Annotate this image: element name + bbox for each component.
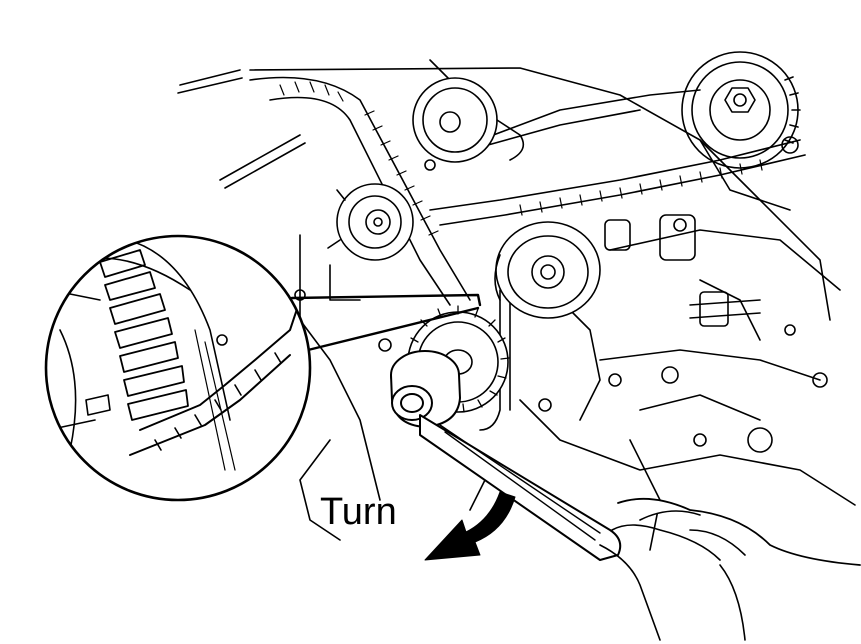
rotation-arrow-icon — [425, 492, 515, 560]
idler-pulley-top — [413, 78, 523, 162]
turn-instruction-label: Turn — [320, 491, 397, 533]
idler-pulley-left — [328, 184, 413, 260]
hand-icon — [600, 499, 860, 640]
timing-belt — [250, 78, 805, 431]
camshaft-pulley-right — [682, 52, 800, 168]
magnifier-connector — [292, 295, 480, 350]
magnified-detail — [46, 236, 310, 500]
stud-bolts — [178, 70, 760, 326]
idler-pulley-center — [495, 222, 600, 318]
wrench-icon — [420, 415, 620, 560]
wrench-socket — [391, 351, 460, 427]
